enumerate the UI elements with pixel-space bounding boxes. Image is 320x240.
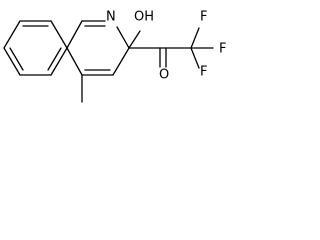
fluorine-right-label: F xyxy=(219,42,226,57)
molecule-structure: N OH O F F F xyxy=(3,10,226,103)
bond xyxy=(116,26,130,49)
bond xyxy=(66,20,83,49)
fluorine-bottom-label: F xyxy=(200,65,207,80)
bond xyxy=(50,20,68,49)
bond xyxy=(50,47,68,76)
substituents xyxy=(81,27,214,103)
bond xyxy=(3,20,21,49)
pyridine-ring xyxy=(66,20,130,76)
cf-bond xyxy=(190,27,200,49)
bond xyxy=(112,47,130,76)
bond xyxy=(66,47,83,76)
hydroxyl-bond xyxy=(128,30,141,49)
carbonyl-oxygen-label: O xyxy=(159,68,169,83)
nitrogen-label: N xyxy=(106,10,116,25)
cf-bond xyxy=(190,47,200,69)
hydroxyl-label: OH xyxy=(134,10,154,25)
double-bond-inner xyxy=(47,47,62,71)
benzene-ring xyxy=(3,20,68,76)
bond xyxy=(3,47,21,76)
fluorine-top-label: F xyxy=(200,10,207,25)
double-bond-inner xyxy=(9,47,24,71)
